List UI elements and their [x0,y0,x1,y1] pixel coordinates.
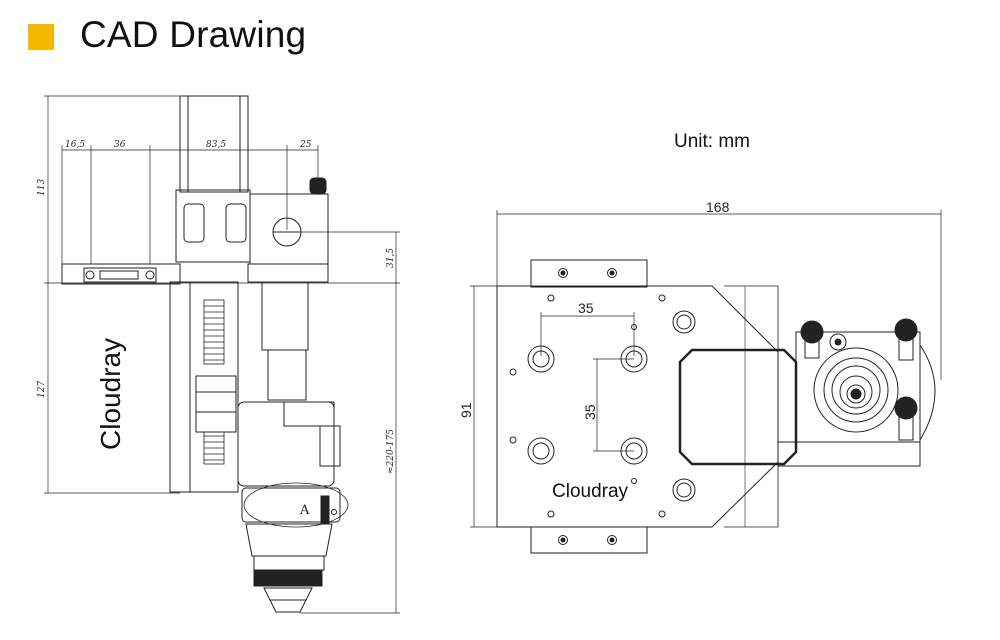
base-plate [496,285,779,528]
dim-127: 127 [37,381,47,398]
knob-icon [800,320,824,344]
side-brand-label: Cloudray [95,338,126,450]
title-accent-square [28,24,54,50]
top-brand-label: Cloudray [552,481,629,502]
dim-36: 36 [114,140,126,150]
nozzle-tip [263,587,313,613]
nozzle-ring [253,569,323,587]
head-bore [813,347,899,433]
knob-icon-2 [894,318,918,342]
callout-ellipse [243,482,349,528]
top-view [470,210,942,554]
unit-label: Unit: mm [674,131,750,152]
upper-column [179,95,249,193]
mount-plate [61,263,181,285]
dim-91: 91 [458,402,474,418]
collimator-block [249,193,329,265]
port [319,425,341,467]
side-rail [169,281,191,493]
mid-tube [261,281,309,351]
mounting-holes [509,294,696,518]
dim-16-5: 16,5 [65,140,85,150]
dim-25: 25 [299,140,312,150]
top-ear [530,259,648,288]
knob-icon-3 [894,396,918,420]
dim-hole-spacing-x: 35 [578,300,594,316]
dim-220-175: ≈220-175 [386,429,396,474]
lead-screw [203,299,225,465]
top-dimension-lines [470,210,942,528]
collimator-window [678,348,798,466]
dim-hole-spacing-y: 35 [582,404,598,420]
dim-31-5: 31,5 [386,248,396,268]
page-title: CAD Drawing [80,14,307,55]
dim-113: 113 [37,179,47,196]
callout-label: A [299,503,310,518]
nozzle-body [245,523,333,557]
dim-168: 168 [706,199,730,215]
carriage [195,375,237,433]
bottom-ear [530,526,648,554]
side-view [44,95,400,614]
dim-83-5: 83,5 [206,140,226,150]
slider-block [175,189,251,263]
